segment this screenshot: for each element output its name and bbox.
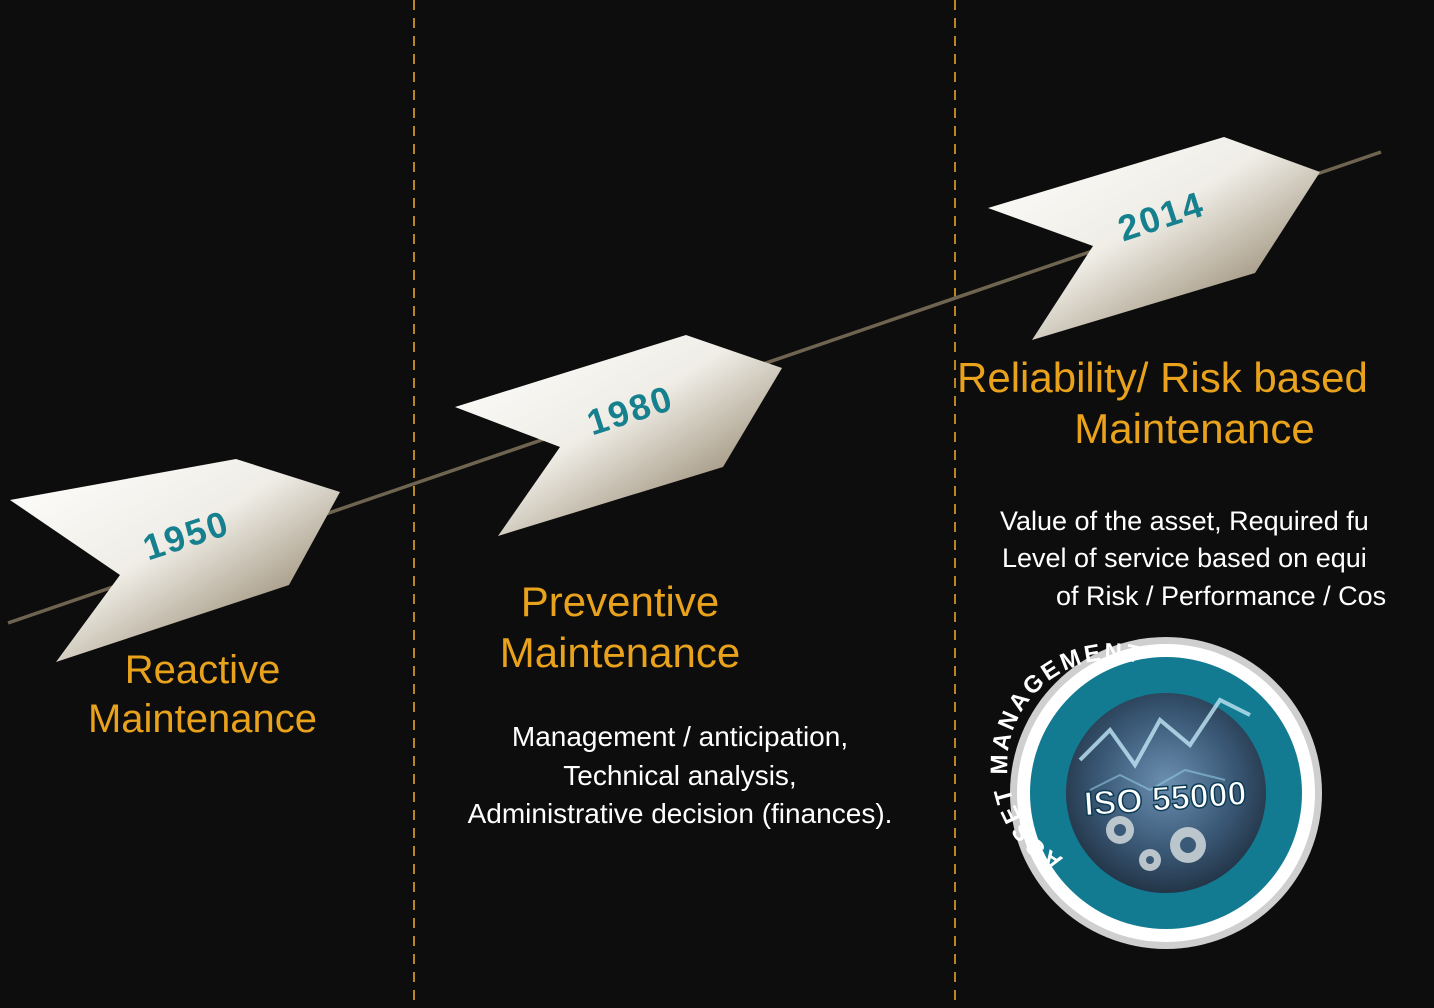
description-line: Level of service based on equi bbox=[1002, 543, 1367, 574]
milestone-marker-1980: 1980 bbox=[455, 335, 782, 536]
title-line: Maintenance bbox=[1074, 405, 1315, 453]
description-line: Value of the asset, Required fu bbox=[1000, 506, 1369, 536]
title-line: Maintenance bbox=[499, 629, 741, 677]
description-line: Management / anticipation, bbox=[511, 721, 849, 752]
description-line: Technical analysis, bbox=[563, 759, 797, 791]
description-line: Administrative decision (finances). bbox=[467, 798, 893, 830]
gear-icon bbox=[1106, 816, 1206, 871]
title-line: Reactive bbox=[124, 648, 281, 692]
milestone-description-1980: Management / anticipation, Technical ana… bbox=[420, 718, 940, 834]
title-line: Reliability/ Risk based bbox=[957, 354, 1368, 401]
iso-55000-badge: ASSET MANAGEMENT ISO 55000 bbox=[986, 637, 1322, 949]
milestone-title-2014: Reliability/ Risk based Maintenance bbox=[955, 352, 1434, 454]
milestone-marker-1950: 1950 bbox=[10, 459, 340, 662]
title-line: Preventive bbox=[520, 578, 720, 625]
milestone-title-1950: Reactive Maintenance bbox=[30, 646, 375, 744]
title-line: Maintenance bbox=[87, 696, 318, 741]
milestone-title-1980: Preventive Maintenance bbox=[420, 576, 820, 678]
milestone-description-2014: Value of the asset, Required fu Level of… bbox=[990, 503, 1434, 615]
milestone-marker-2014: 2014 bbox=[988, 137, 1320, 340]
description-line: of Risk / Performance / Cos bbox=[1056, 580, 1387, 611]
